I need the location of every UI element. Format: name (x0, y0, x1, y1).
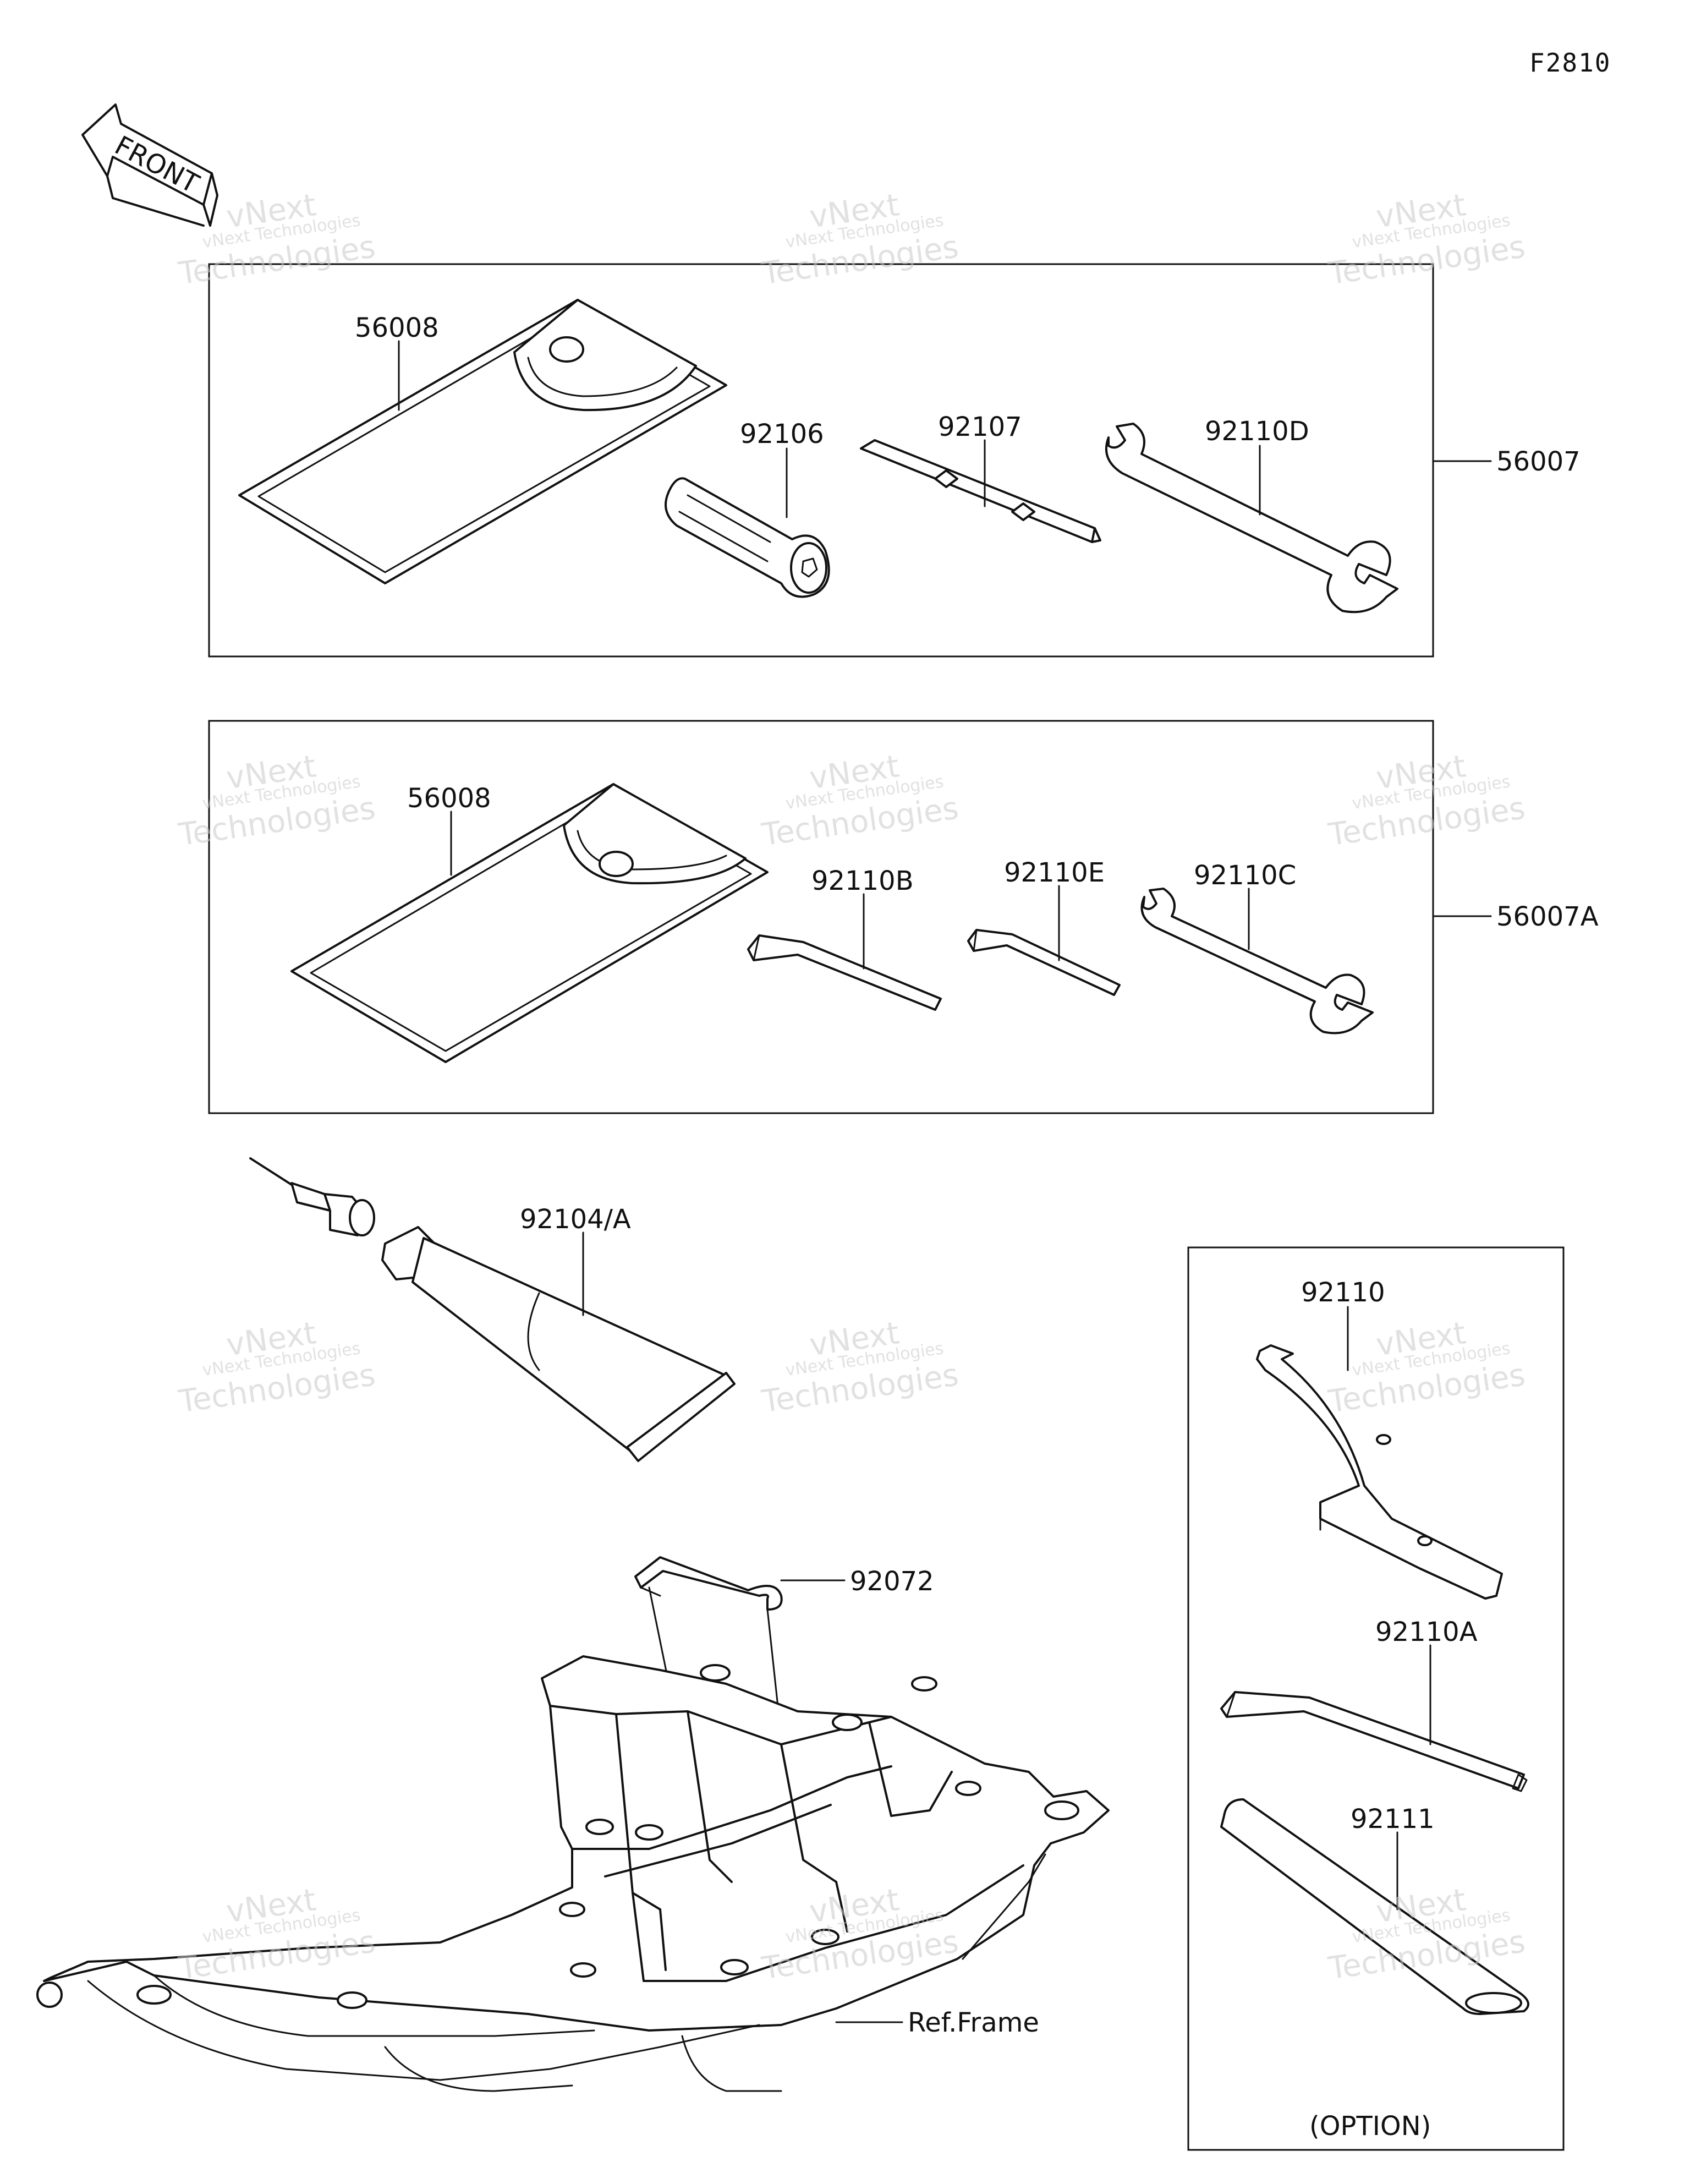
part-label-92110A: 92110A (1375, 1617, 1478, 1647)
part-label-92107: 92107 (938, 412, 1022, 442)
grease-tube-92104A (249, 1157, 736, 1462)
part-label-92106: 92106 (740, 419, 824, 450)
part-label-56008-b: 56008 (407, 783, 491, 814)
part-label-92110B: 92110B (811, 866, 914, 896)
tool-pouch-56008 (238, 299, 727, 584)
diagram-code: F2810 (1529, 48, 1611, 78)
part-label-56008-a: 56008 (355, 313, 439, 343)
tool-pouch-56008-b (290, 783, 769, 1063)
extension-bar-92111 (1220, 1798, 1529, 2015)
part-label-92110C: 92110C (1194, 860, 1296, 891)
part-label-92110: 92110 (1301, 1277, 1385, 1308)
part-label-92072: 92072 (850, 1566, 934, 1597)
front-label: FRONT (109, 130, 204, 200)
wrench-92110C (1140, 888, 1374, 1034)
hex-key-92110B (747, 934, 942, 1011)
hook-spanner-92110 (1256, 1344, 1503, 1600)
handle-92106 (665, 477, 830, 598)
part-label-56007A: 56007A (1496, 901, 1599, 932)
hex-key-92110E (967, 929, 1121, 996)
part-label-56007: 56007 (1496, 446, 1581, 477)
option-label: (OPTION) (1309, 2111, 1431, 2142)
wrench-92110D (1105, 423, 1398, 614)
part-label-92104A: 92104/A (520, 1204, 631, 1235)
hex-key-92110A (1220, 1691, 1528, 1792)
part-label-ref-frame: Ref.Frame (908, 2007, 1039, 2038)
ref-frame (36, 1655, 1110, 2092)
part-label-92110D: 92110D (1205, 416, 1309, 447)
part-label-92110E: 92110E (1004, 857, 1105, 888)
watermark-group: vNext Technologies vNext Technologies vN… (176, 187, 1527, 1986)
strap-92072 (634, 1556, 783, 1611)
screwdriver-92107 (860, 439, 1101, 543)
option-box (1187, 1246, 1565, 2151)
front-arrow-icon: FRONT (81, 103, 218, 227)
part-label-92111: 92111 (1351, 1804, 1435, 1835)
